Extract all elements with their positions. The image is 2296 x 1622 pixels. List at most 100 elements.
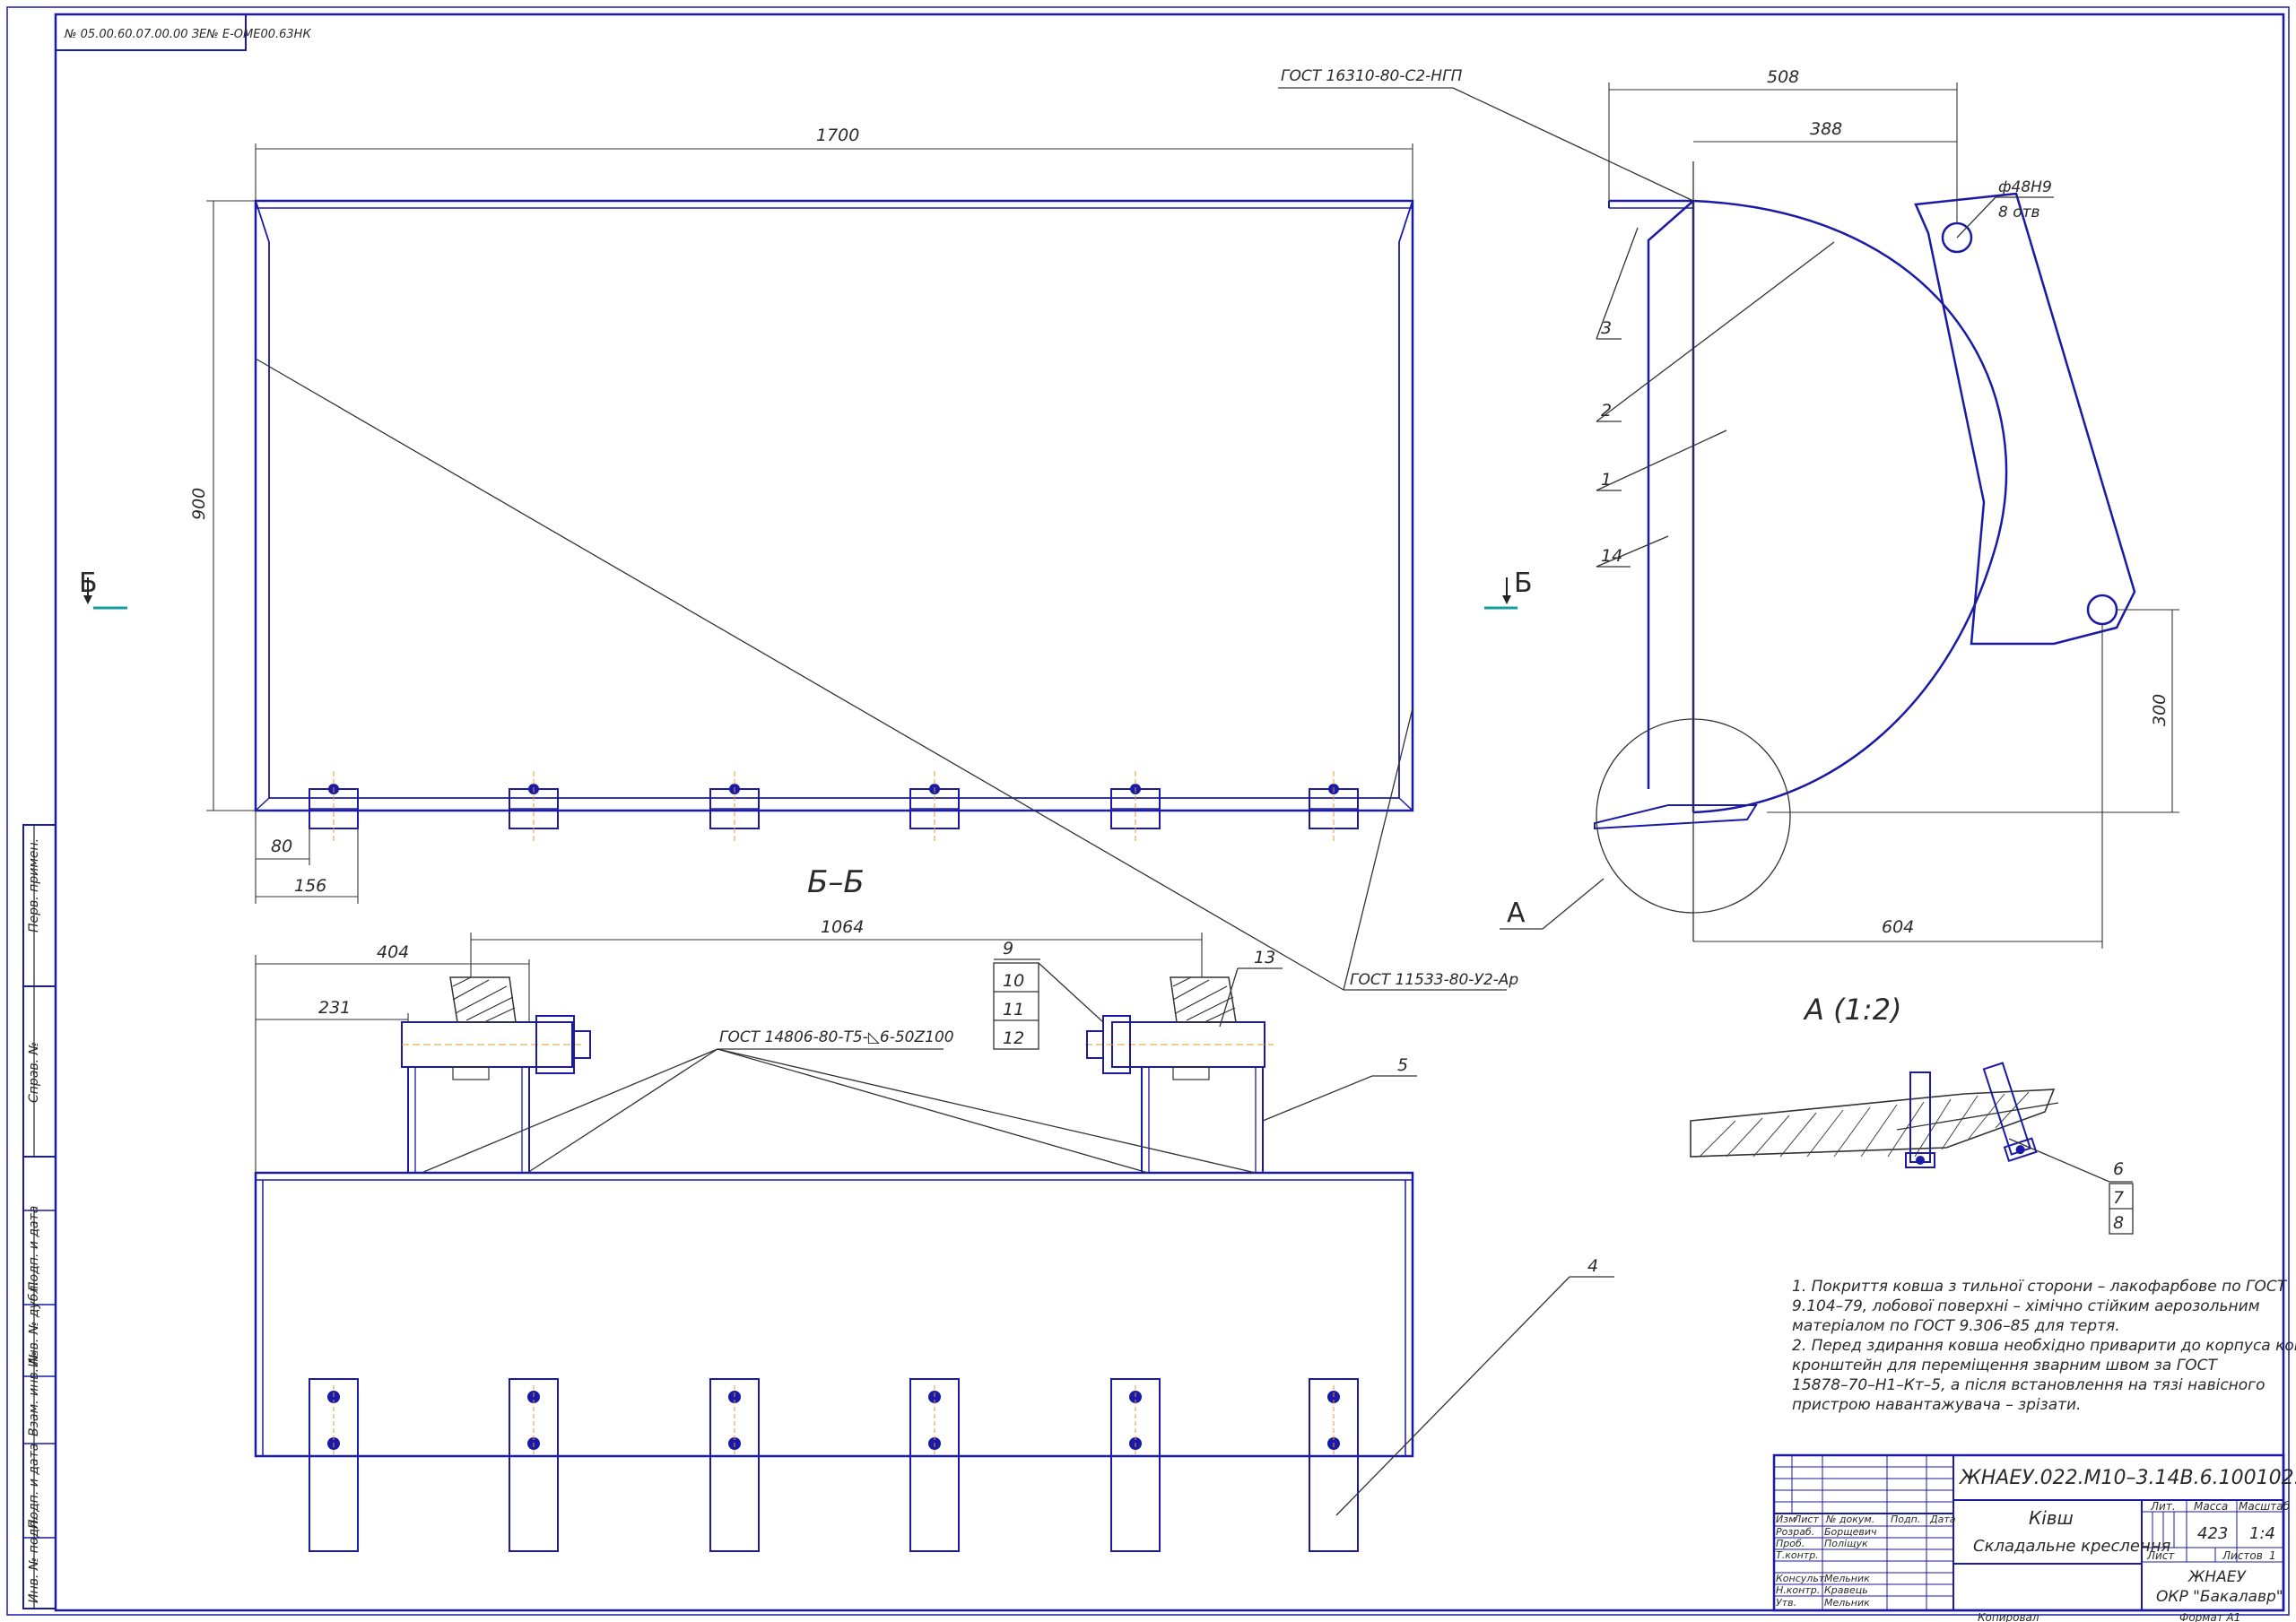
callout-14: 14 xyxy=(1601,546,1622,566)
top-view-bolt-blocks xyxy=(309,771,1359,843)
notes: 1. Покриття ковша з тильної сторони – ла… xyxy=(1792,1278,2296,1414)
hole-dim: ф48Н9 xyxy=(1998,178,2052,196)
tb-header: Дата xyxy=(1929,1514,1956,1525)
callout-12: 12 xyxy=(1003,1028,1024,1048)
detail-section xyxy=(1690,1089,2056,1158)
leader-line xyxy=(255,358,1344,991)
callout-3: 3 xyxy=(1601,318,1612,338)
tb-header: Изм xyxy=(1776,1514,1796,1525)
dim-388: 388 xyxy=(1810,119,1842,139)
tb-person: Мельник xyxy=(1824,1573,1870,1584)
leader-line xyxy=(1452,87,1694,202)
tb-mass-value: 423 xyxy=(2197,1524,2228,1543)
leader-line xyxy=(421,1048,718,1174)
dim-156: 156 xyxy=(294,876,326,896)
section-bb-title: Б–Б xyxy=(807,864,865,900)
bracket-right xyxy=(1085,976,1274,1174)
dim-508: 508 xyxy=(1767,67,1799,87)
tb-scale-label: Масштаб xyxy=(2239,1500,2291,1513)
gost-weld: ГОСТ 14806-80-Т5-◺6-50Z100 xyxy=(719,1028,954,1046)
outer-frame xyxy=(6,6,2290,1616)
tooth-plate xyxy=(1110,1378,1161,1552)
bucket-top-inner xyxy=(255,200,1413,799)
bracket-hole-bottom xyxy=(2086,594,2118,626)
note-line: матеріалом по ГОСТ 9.306–85 для тертя. xyxy=(1792,1317,2120,1335)
side-bracket xyxy=(1914,192,2136,646)
bolt-block xyxy=(309,771,359,843)
tb-header: № докум. xyxy=(1825,1514,1874,1525)
tb-person: Поліщук xyxy=(1824,1538,1868,1549)
leader-line xyxy=(717,1048,1149,1174)
dim-300: 300 xyxy=(2150,694,2170,726)
dim-231: 231 xyxy=(318,998,351,1018)
bolt-block xyxy=(1110,771,1161,843)
callout-2: 2 xyxy=(1601,401,1612,421)
dim-1064: 1064 xyxy=(821,917,864,937)
tooth-plate xyxy=(509,1378,559,1552)
dim-80: 80 xyxy=(271,837,292,856)
tb-role: Консульт. xyxy=(1776,1573,1828,1584)
tb-role: Проб. xyxy=(1776,1538,1805,1549)
top-view: 1700 900 80 156 Б Б xyxy=(79,126,1533,904)
drawing-type: Складальне креслення xyxy=(1973,1537,2171,1556)
side-columns: Перв. примен. Справ. № Подп. и дата Инв.… xyxy=(22,824,57,1609)
bucket-corner xyxy=(1398,797,1413,811)
cutting-edge xyxy=(1594,804,1758,830)
tb-role: Т.контр. xyxy=(1776,1549,1819,1561)
detail-a-label: А xyxy=(1507,898,1526,929)
stamp-text: № 05.00.60.07.00.00 ЗЕ№ Е-ОМЕ00.63НК xyxy=(64,28,311,41)
callout-9: 9 xyxy=(1003,939,1013,958)
side-label-podp1: Подп. и дата xyxy=(27,1206,41,1291)
tooth-plate xyxy=(709,1378,760,1552)
tb-role: Утв. xyxy=(1776,1597,1796,1609)
side-column-outer xyxy=(22,824,57,1609)
callout-13: 13 xyxy=(1254,948,1275,967)
tb-sheets: Листов xyxy=(2222,1549,2263,1562)
tb-sheet: Лист xyxy=(2146,1549,2175,1562)
tb-person: Мельник xyxy=(1824,1597,1870,1609)
hole-count: 8 отв xyxy=(1998,204,2040,221)
tb-format: Формат А1 xyxy=(2179,1611,2240,1622)
callout-11: 11 xyxy=(1003,1000,1024,1019)
section-mark-right: Б xyxy=(1514,568,1533,599)
tb-person: Кравець xyxy=(1824,1584,1868,1596)
tb-lit: Лит. xyxy=(2150,1500,2176,1513)
note-line: 9.104–79, лобової поверхні – хімічно сті… xyxy=(1792,1297,2260,1315)
dim-404: 404 xyxy=(377,942,409,962)
title-block: ЖНАЕУ.022.М10–3.14В.6.100102.0910050 ЗК … xyxy=(1772,1453,2296,1622)
tb-role: Н.контр. xyxy=(1776,1584,1820,1596)
bucket-corner xyxy=(255,797,270,811)
callout-7: 7 xyxy=(2113,1188,2124,1208)
gost-mid: ГОСТ 11533-80-У2-Ар xyxy=(1350,971,1518,989)
dim-900: 900 xyxy=(189,488,209,520)
drawing-frame xyxy=(54,13,2285,1612)
detail-a-title: А (1:2) xyxy=(1803,993,1902,1027)
callout-10: 10 xyxy=(1003,971,1024,991)
callout-6: 6 xyxy=(2113,1159,2124,1179)
callout-8: 8 xyxy=(2113,1213,2124,1233)
note-line: кронштейн для переміщення зварним швом з… xyxy=(1792,1357,2218,1375)
section-bb: Б–Б xyxy=(254,864,1614,1552)
leader-line xyxy=(717,1048,1257,1174)
teeth-plates xyxy=(309,1378,1359,1552)
tb-header: Подп. xyxy=(1891,1514,1920,1525)
back-plate xyxy=(1647,200,1694,789)
bucket-arc xyxy=(1692,199,2008,814)
tb-org: ЖНАЕУ xyxy=(2187,1568,2247,1586)
bolt-block xyxy=(909,771,960,843)
tb-scale-value: 1:4 xyxy=(2249,1524,2275,1543)
section-body xyxy=(254,1171,1414,1458)
callout-4: 4 xyxy=(1587,1256,1598,1276)
side-label-perv: Перв. примен. xyxy=(27,838,41,932)
side-label-sprav: Справ. № xyxy=(27,1042,41,1103)
dim-1700: 1700 xyxy=(816,126,859,145)
tooth-plate xyxy=(309,1378,359,1552)
callout-1: 1 xyxy=(1601,470,1612,490)
side-label-podp2: Подп. и дата xyxy=(27,1444,41,1529)
side-view: 508 388 300 604 ф48Н9 8 отв ГОСТ 16310-8… xyxy=(1278,67,2179,949)
gost-top: ГОСТ 16310-80-С2-НГП xyxy=(1281,67,1463,85)
note-line: 15878–70–Н1–Кт–5, а після встановлення н… xyxy=(1792,1376,2266,1394)
doc-code: ЖНАЕУ.022.М10–3.14В.6.100102.0910050 ЗК xyxy=(1958,1467,2296,1489)
tb-copied: Копировал xyxy=(1978,1611,2039,1622)
